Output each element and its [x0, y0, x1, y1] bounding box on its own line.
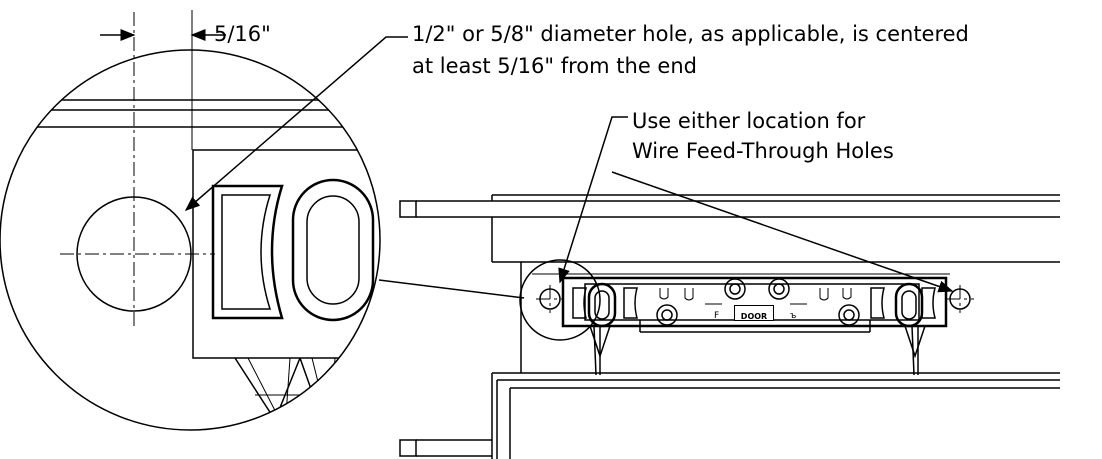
hole-note-line1: 1/2" or 5/8" diameter hole, as applicabl…: [412, 22, 969, 46]
detail-connector: [378, 279, 525, 299]
dimension-label: 5/16": [214, 22, 271, 46]
location-note-line2: Wire Feed-Through Holes: [632, 139, 894, 163]
assembly-view: F ъ: [399, 116, 1060, 459]
detail-view: [0, 10, 408, 431]
callout-circle: [519, 259, 601, 341]
hole-note-line2: at least 5/16" from the end: [412, 54, 697, 78]
door-label: DOOR: [740, 312, 768, 321]
svg-text:F: F: [714, 311, 719, 321]
svg-text:ъ: ъ: [790, 311, 796, 321]
location-note-line1: Use either location for: [632, 109, 866, 133]
detail-circle: [0, 49, 381, 431]
door-label-box: DOOR: [734, 305, 774, 321]
